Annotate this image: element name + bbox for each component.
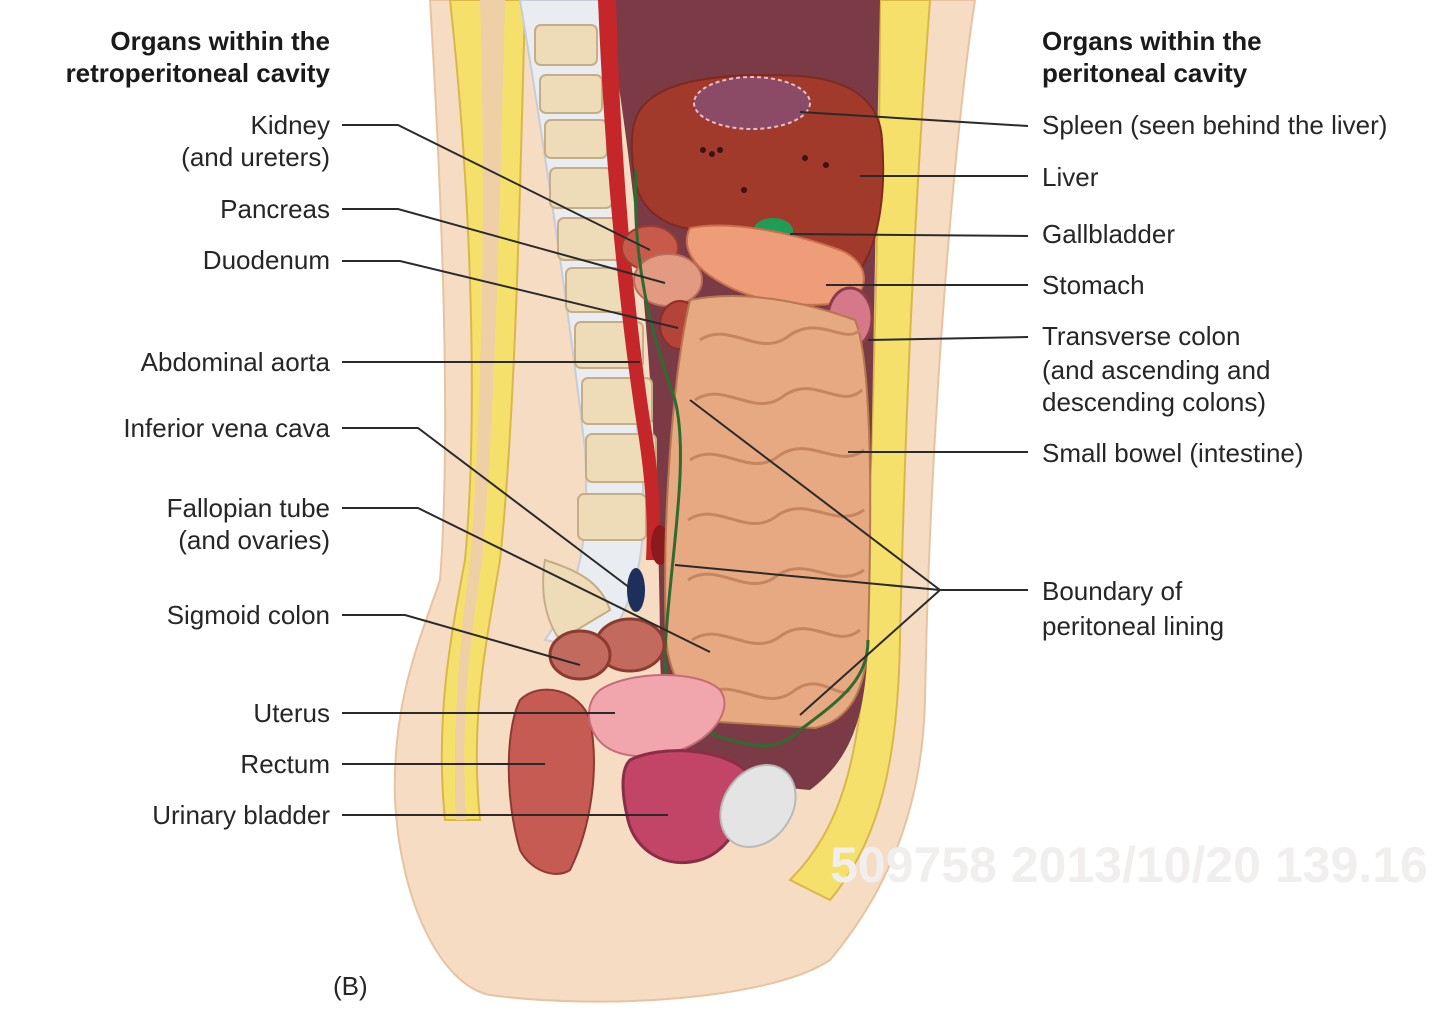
leader-boundary-c [799, 589, 941, 716]
front-fat-layer [788, 0, 932, 902]
bladder-shape [621, 749, 750, 865]
label-fallopian-tube: Fallopian tube [167, 493, 330, 523]
liver-shape [630, 74, 885, 272]
watermark-text: 509758 2013/10/20 139.16 [830, 837, 1428, 893]
label-abdominal-aorta: Abdominal aorta [141, 347, 331, 377]
label-boundary: Boundary of [1042, 576, 1183, 606]
peritoneal-lining [634, 169, 870, 748]
label-spleen: Spleen (seen behind the liver) [1042, 110, 1387, 140]
label-kidney-sub: (and ureters) [181, 142, 330, 172]
vena-cava-shape [627, 568, 645, 612]
leader-inferior-vena-cava [342, 427, 631, 589]
leader-boundary-b [674, 564, 941, 591]
label-uterus: Uterus [253, 698, 330, 728]
label-transverse-colon: Transverse colon [1042, 321, 1240, 351]
liver-spots [700, 147, 829, 193]
uterus-shape [588, 674, 726, 758]
small-bowel-shape [664, 295, 872, 730]
label-sigmoid-colon: Sigmoid colon [167, 600, 330, 630]
leader-sigmoid-colon [342, 614, 581, 666]
leader-spleen [799, 111, 1029, 127]
left-heading-line1: Organs within the [110, 26, 330, 56]
back-muscle [454, 0, 505, 820]
leader-boundary-a [689, 399, 941, 591]
leader-lines [342, 111, 1029, 816]
label-small-bowel: Small bowel (intestine) [1042, 438, 1304, 468]
leader-fallopian-tube [342, 507, 711, 653]
label-inferior-vena-cava: Inferior vena cava [123, 413, 330, 443]
right-heading-line1: Organs within the [1042, 26, 1262, 56]
label-transverse-sub2: descending colons) [1042, 387, 1266, 417]
leader-transverse-colon [867, 336, 1029, 341]
body-illustration [393, 0, 977, 1003]
sigmoid-colon-shape-2 [548, 629, 612, 681]
label-gallbladder: Gallbladder [1042, 219, 1175, 249]
label-transverse-sub1: (and ascending and [1042, 355, 1270, 385]
bowel-loops [687, 326, 865, 701]
leader-kidney [342, 124, 651, 251]
spleen-shape [693, 76, 811, 130]
label-urinary-bladder: Urinary bladder [152, 800, 330, 830]
panel-label: (B) [333, 971, 368, 1001]
label-stomach: Stomach [1042, 270, 1145, 300]
right-heading-line2: peritoneal cavity [1042, 58, 1248, 88]
rectum-shape [507, 688, 595, 875]
aorta-shape [598, 0, 660, 560]
label-rectum: Rectum [240, 749, 330, 779]
leader-duodenum [342, 260, 679, 329]
label-fallopian-sub: (and ovaries) [178, 525, 330, 555]
leader-gallbladder [789, 233, 1029, 237]
label-boundary-sub: peritoneal lining [1042, 611, 1224, 641]
leader-pancreas [342, 208, 666, 284]
label-liver: Liver [1042, 162, 1099, 192]
label-duodenum: Duodenum [203, 245, 330, 275]
label-pancreas: Pancreas [220, 194, 330, 224]
pubic-bone-shape [719, 764, 797, 848]
label-kidney: Kidney [251, 110, 331, 140]
left-heading-line2: retroperitoneal cavity [66, 58, 331, 88]
pancreas-shape [633, 253, 703, 307]
